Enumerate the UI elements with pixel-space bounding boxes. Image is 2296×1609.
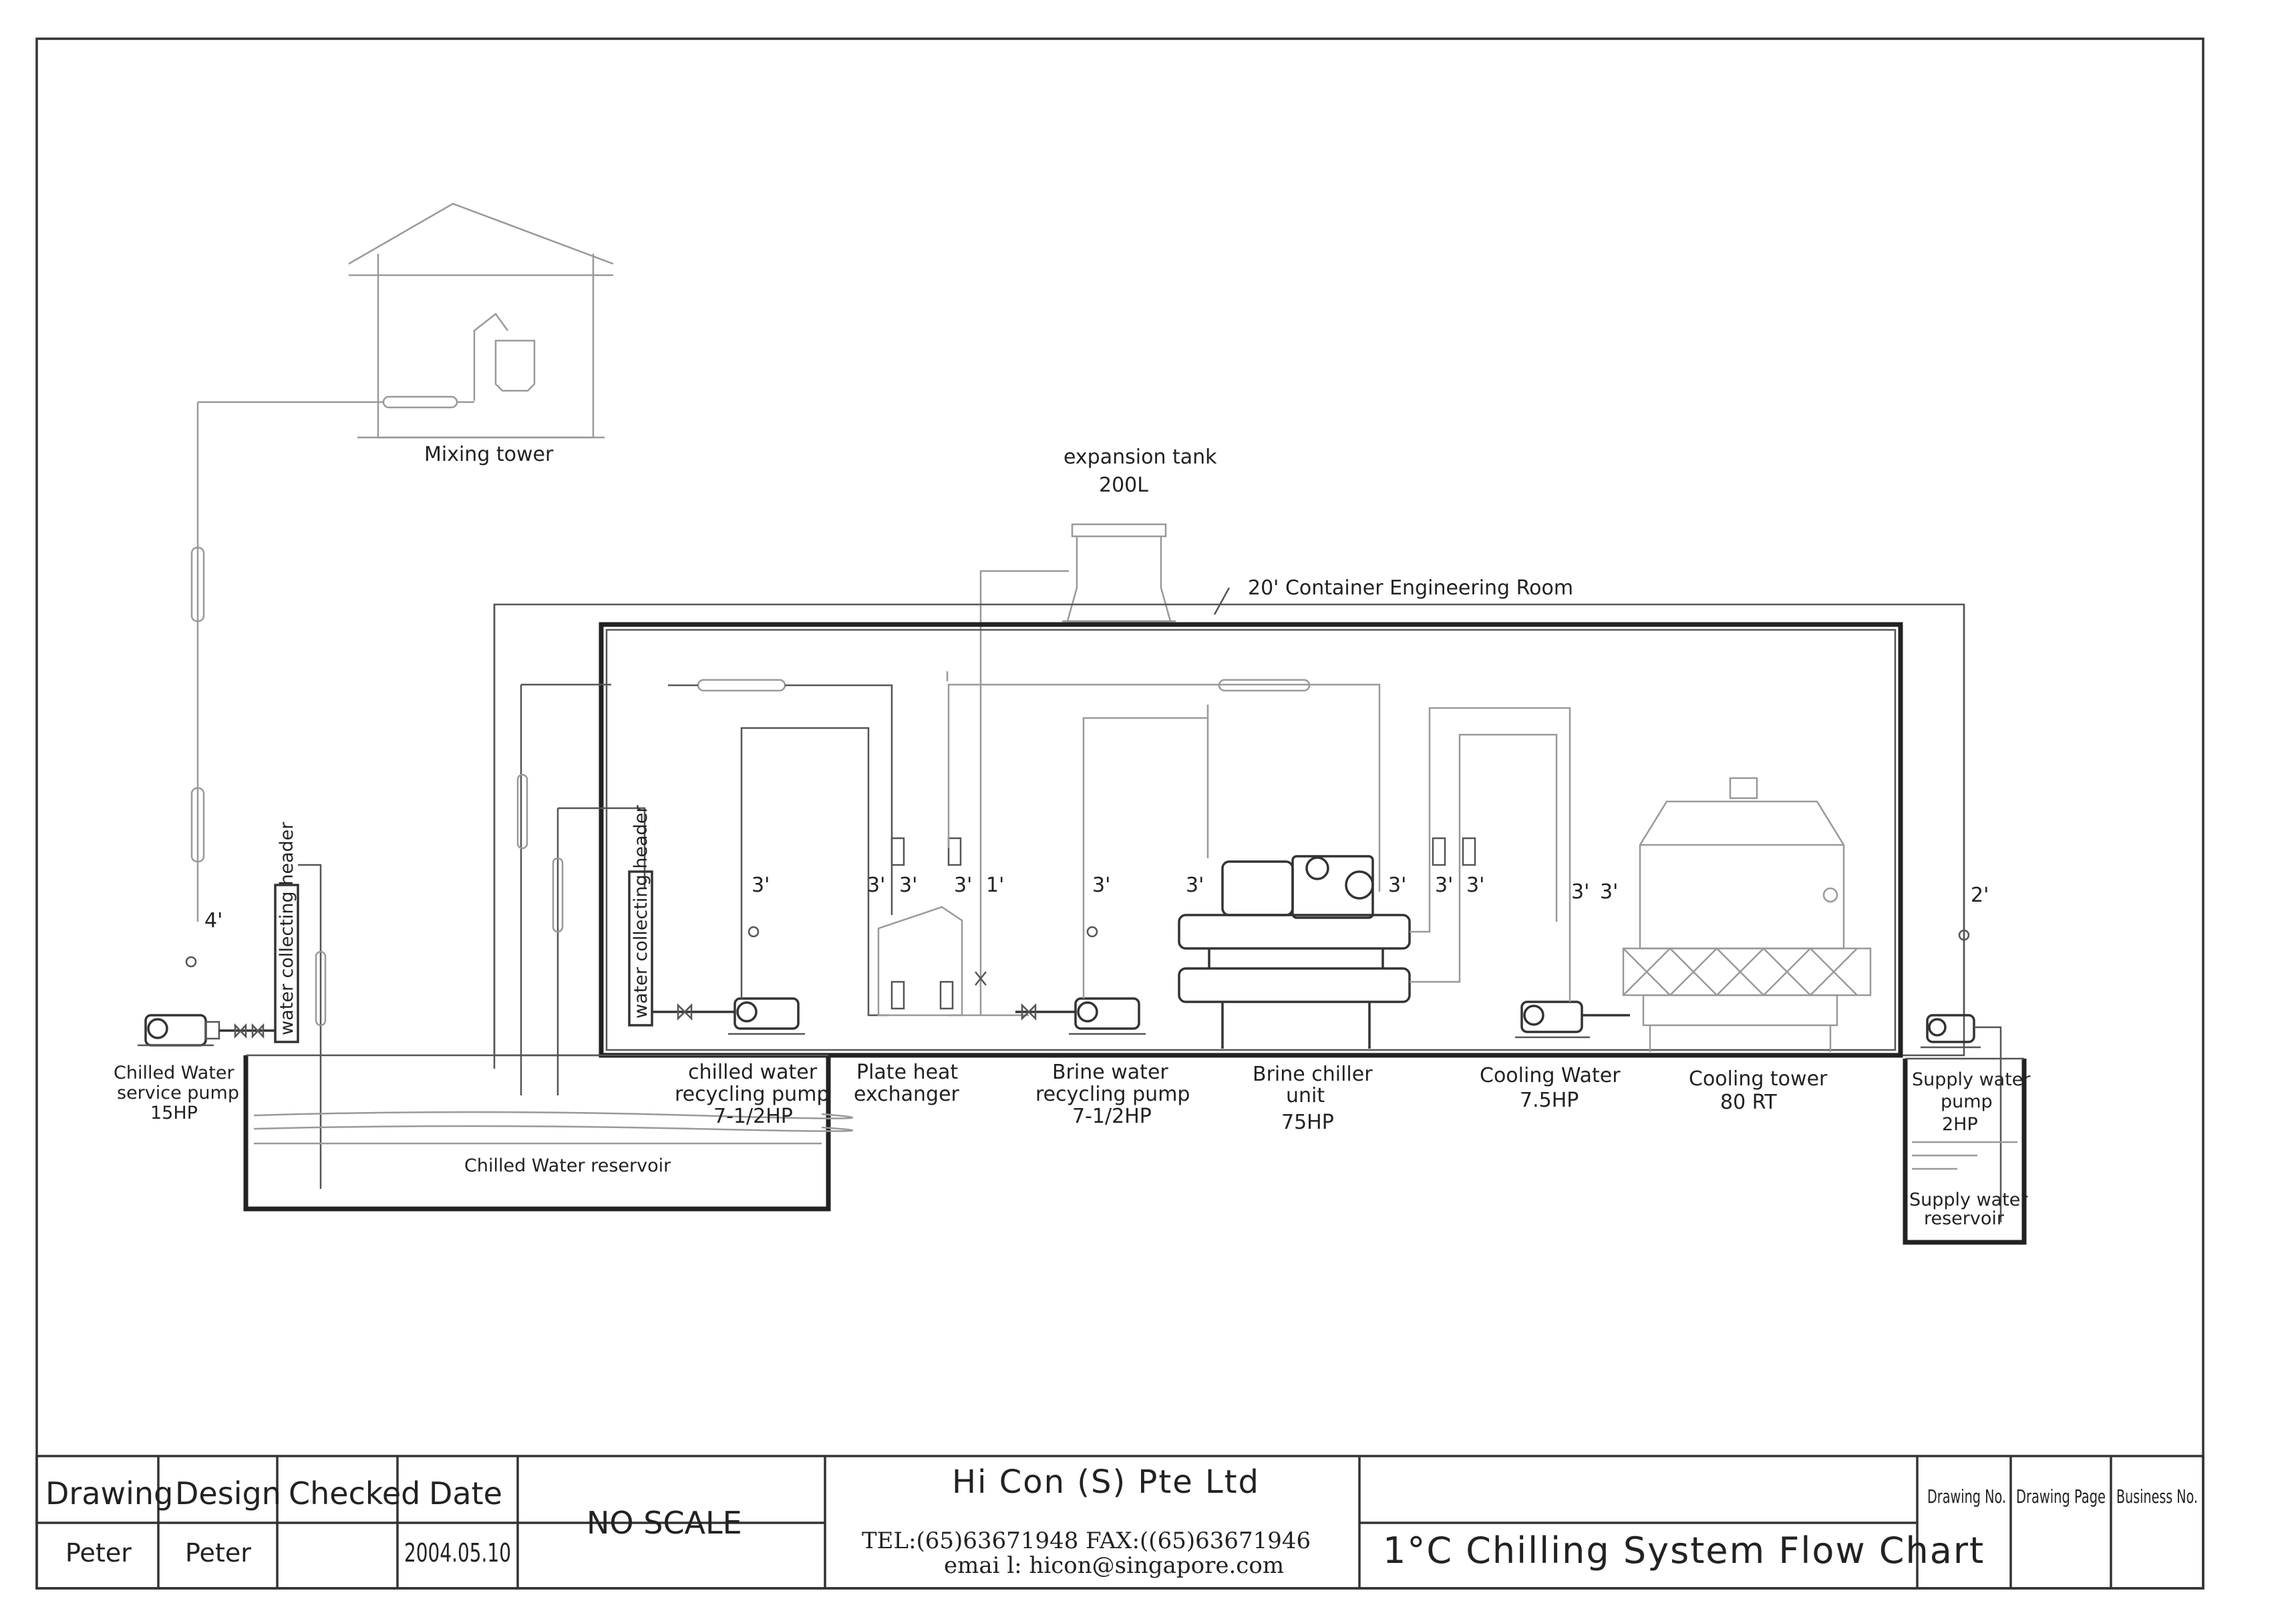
pipe-size-cooling-2: 3' <box>1466 874 1484 897</box>
label-supply-reservoir-2: reservoir <box>1924 1208 2005 1229</box>
label-brine-chiller-3: 75HP <box>1281 1111 1334 1134</box>
title-block-design-header: Design <box>175 1475 281 1511</box>
pipe-size-hx-4: 1' <box>986 874 1004 897</box>
label-plate-hx-1: Plate heat <box>856 1061 958 1084</box>
label-cooling-tower-2: 80 RT <box>1720 1091 1777 1114</box>
label-brine-recycling-1: Brine water <box>1052 1061 1168 1084</box>
label-cooling-tower-1: Cooling tower <box>1689 1067 1828 1091</box>
pipe-size-supply: 2' <box>1971 884 1989 907</box>
label-brine-chiller-1: Brine chiller <box>1253 1063 1373 1086</box>
service-riser <box>190 402 205 922</box>
chilled-water-reservoir: Chilled Water reservoir <box>243 1054 854 1212</box>
title-block: Drawing Design Checked Date Peter Peter … <box>35 1455 2204 1590</box>
pipe-size-cooling-1: 3' <box>1435 874 1453 897</box>
title-block-company: Hi Con (S) Pte Ltd <box>952 1463 1260 1501</box>
pipe-size-hx-2: 3' <box>899 874 917 897</box>
label-supply-reservoir-1: Supply water <box>1909 1190 2028 1210</box>
label-chilled-recycling-2: recycling pump <box>675 1083 829 1106</box>
label-chilled-recycling-3: 7-1/2HP <box>713 1105 793 1128</box>
pipe-size-hx-3: 3' <box>954 874 972 897</box>
label-service-pump-1: Chilled Water <box>114 1063 235 1083</box>
label-brine-recycling-2: recycling pump <box>1035 1083 1190 1106</box>
label-supply-pump-1: Supply water <box>1912 1069 2031 1090</box>
brine-water-recycling-pump: 3' Brine water recycling pump 7-1/2HP <box>1015 705 1209 1128</box>
label-service-pump-2: service pump <box>117 1083 239 1103</box>
label-mixing-tower: Mixing tower <box>424 443 554 466</box>
reservoir-pipes <box>493 604 646 1095</box>
title-block-title: 1°C Chilling System Flow Chart <box>1383 1530 1985 1572</box>
pipe-size-cooling-4: 3' <box>1600 880 1618 904</box>
chilled-water-service-pump: 4' Chilled Water service pump 15HP <box>114 909 275 1123</box>
label-chilled-reservoir: Chilled Water reservoir <box>464 1155 671 1176</box>
label-supply-pump-2: pump <box>1941 1091 1993 1112</box>
title-block-checked-header: Checked <box>289 1475 420 1511</box>
supply-water-reservoir: Supply water reservoir <box>1903 1057 2028 1245</box>
pipe-size-4: 4' <box>204 909 222 932</box>
brine-chiller-unit: 3' 3' Brine chiller unit 75HP <box>1178 707 1571 1134</box>
pipe-size-hx-1: 3' <box>867 874 885 897</box>
title-block-drawing-value: Peter <box>65 1538 132 1568</box>
label-service-pump-3: 15HP <box>150 1103 198 1123</box>
pipe-size-chiller-1: 3' <box>1186 874 1204 897</box>
drawing-frame <box>35 37 2204 1590</box>
label-container-room: 20' Container Engineering Room <box>1248 576 1573 600</box>
title-block-contact: TEL:(65)63671948 FAX:((65)63671946 <box>862 1528 1311 1554</box>
pipe-size-cooling-3: 3' <box>1571 880 1589 904</box>
label-brine-chiller-2: unit <box>1286 1084 1325 1107</box>
cooling-tower: Cooling tower 80 RT <box>1622 777 1872 1114</box>
plate-heat-exchanger: 3' 3' 3' 1' Plate heat exchanger <box>854 668 1381 1106</box>
mixing-tower: Mixing tower <box>198 202 614 466</box>
pipe-size-chiller-2: 3' <box>1388 874 1406 897</box>
title-block-design-value: Peter <box>185 1538 251 1568</box>
chilled-water-recycling-pump: 3' chilled water recycling pump 7-1/2HP <box>668 679 893 1128</box>
title-block-drawing-no: Drawing No. <box>1927 1485 2006 1507</box>
title-block-date-header: Date <box>429 1475 502 1511</box>
title-block-email: emai l: hicon@singapore.com <box>944 1552 1284 1579</box>
water-collecting-header-right: water collecting header <box>628 805 735 1027</box>
pipe-size-brine-recycling: 3' <box>1092 874 1110 897</box>
supply-water-pump: 2' Supply water pump 2HP <box>1912 604 2031 1222</box>
label-brine-recycling-3: 7-1/2HP <box>1072 1105 1152 1128</box>
label-cooling-water-2: 7.5HP <box>1520 1089 1579 1112</box>
label-plate-hx-2: exchanger <box>854 1083 960 1106</box>
engineering-room: 20' Container Engineering Room <box>493 576 1965 1058</box>
label-expansion-tank-capacity: 200L <box>1099 474 1148 497</box>
title-block-date-value: 2004.05.10 <box>404 1538 511 1568</box>
title-block-drawing-header: Drawing <box>45 1475 173 1511</box>
water-collecting-header-left: water collecting header <box>274 822 327 1189</box>
label-cooling-water-1: Cooling Water <box>1480 1064 1621 1087</box>
label-chilled-recycling-1: chilled water <box>688 1061 818 1084</box>
pipe-size-chilled-recycling: 3' <box>752 874 770 897</box>
title-block-business-no: Business No. <box>2116 1485 2198 1507</box>
label-header-left: water collecting header <box>277 822 297 1035</box>
label-expansion-tank: expansion tank <box>1063 445 1217 469</box>
label-supply-pump-3: 2HP <box>1942 1114 1978 1135</box>
expansion-tank: expansion tank 200L <box>979 445 1217 668</box>
title-block-scale: NO SCALE <box>587 1505 742 1541</box>
cooling-water-pump: 3' 3' 3' 3' Cooling Water 7.5HP <box>1432 837 1630 1112</box>
title-block-drawing-page: Drawing Page <box>2016 1485 2106 1507</box>
label-header-right: water collecting header <box>631 805 651 1019</box>
